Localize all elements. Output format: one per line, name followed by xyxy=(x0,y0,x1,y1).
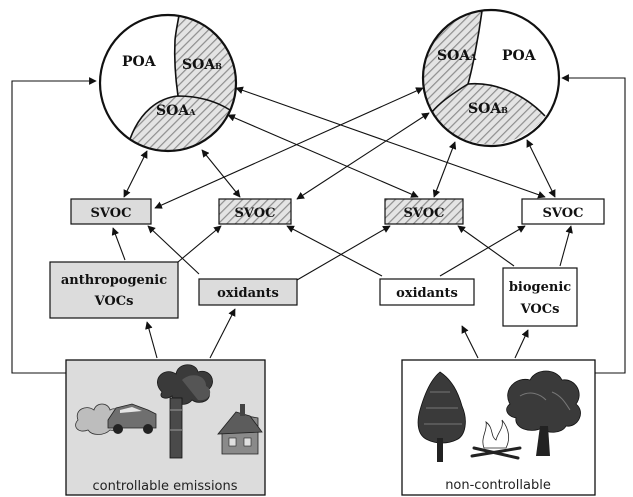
anthropogenic-vocs-box: anthropogenic VOCs xyxy=(49,261,179,319)
anthropogenic-line1: anthropogenic xyxy=(61,273,167,288)
non-controllable-panel: non-controllable xyxy=(401,359,596,496)
arrow-rp-svoc4 xyxy=(526,139,556,198)
arrow-anthro-svoc1 xyxy=(111,227,126,261)
arrow-oxr-svoc4 xyxy=(439,225,526,277)
arrow-ce-anthro xyxy=(145,321,158,359)
right-divider-vertical xyxy=(467,10,483,85)
arrow-bio-svoc4 xyxy=(559,225,573,267)
oxidants-left-box: oxidants xyxy=(198,278,298,306)
biogenic-line2: VOCs xyxy=(520,302,560,317)
svoc-label-4: SVOC xyxy=(543,206,584,221)
arrow-oxl-svoc3 xyxy=(296,225,391,281)
svoc-box-1: SVOC xyxy=(70,198,152,225)
svoc-label-2: SVOC xyxy=(235,206,276,221)
anthropogenic-line2: VOCs xyxy=(94,294,134,309)
arrow-feedback-right xyxy=(561,74,626,374)
svoc-box-2: SVOC xyxy=(218,198,292,225)
oxidants-right-label: oxidants xyxy=(396,286,458,301)
arrow-lp-svoc3 xyxy=(227,114,419,198)
oxidants-left-label: oxidants xyxy=(217,286,279,301)
conifer-tree-icon xyxy=(417,371,466,462)
svoc-box-3: SVOC xyxy=(384,198,464,225)
svoc-box-4: SVOC xyxy=(521,198,605,225)
arrow-lp-svoc2 xyxy=(201,149,241,198)
house-icon xyxy=(217,404,263,455)
right-poa-label: POA xyxy=(502,48,537,64)
car-icon xyxy=(75,403,157,435)
arrows xyxy=(11,74,626,374)
non-controllable-caption: non-controllable xyxy=(445,478,551,493)
left-soa-b-label: SOAB xyxy=(182,57,222,73)
arrow-ce-oxidants xyxy=(209,308,236,359)
arrow-feedback-left xyxy=(11,77,97,374)
arrow-lp-svoc1 xyxy=(123,150,148,198)
arrow-nc-biogenic xyxy=(514,329,529,359)
arrow-bio-svoc3 xyxy=(457,225,515,267)
svoc-label-1: SVOC xyxy=(91,206,132,221)
factory-smoke-icon xyxy=(157,364,213,459)
biogenic-vocs-box: biogenic VOCs xyxy=(502,267,578,327)
arrow-rp-svoc1 xyxy=(154,87,424,209)
svoc-label-3: SVOC xyxy=(404,206,445,221)
deciduous-tree-icon xyxy=(506,370,581,456)
controllable-emissions-panel: controllable emissions xyxy=(65,359,266,496)
oxidants-right-box: oxidants xyxy=(379,278,475,306)
campfire-icon xyxy=(470,419,522,460)
arrow-nc-oxidants xyxy=(461,325,479,359)
biogenic-line1: biogenic xyxy=(509,280,571,295)
controllable-emissions-caption: controllable emissions xyxy=(92,479,237,494)
arrow-rp-svoc3 xyxy=(432,141,457,198)
left-particle-soa-b-region xyxy=(174,15,236,110)
left-particle: POA SOAB SOAA xyxy=(98,13,238,153)
arrow-anthro-svoc2 xyxy=(177,225,222,263)
left-divider-vertical xyxy=(173,14,180,97)
arrow-oxl-svoc1 xyxy=(147,225,200,275)
arrow-oxr-svoc2 xyxy=(286,225,383,277)
right-particle: SOAA POA SOAB xyxy=(421,8,561,148)
right-soa-a-label: SOAA xyxy=(437,48,477,64)
arrow-rp-svoc2 xyxy=(296,112,430,200)
left-poa-label: POA xyxy=(122,54,157,70)
